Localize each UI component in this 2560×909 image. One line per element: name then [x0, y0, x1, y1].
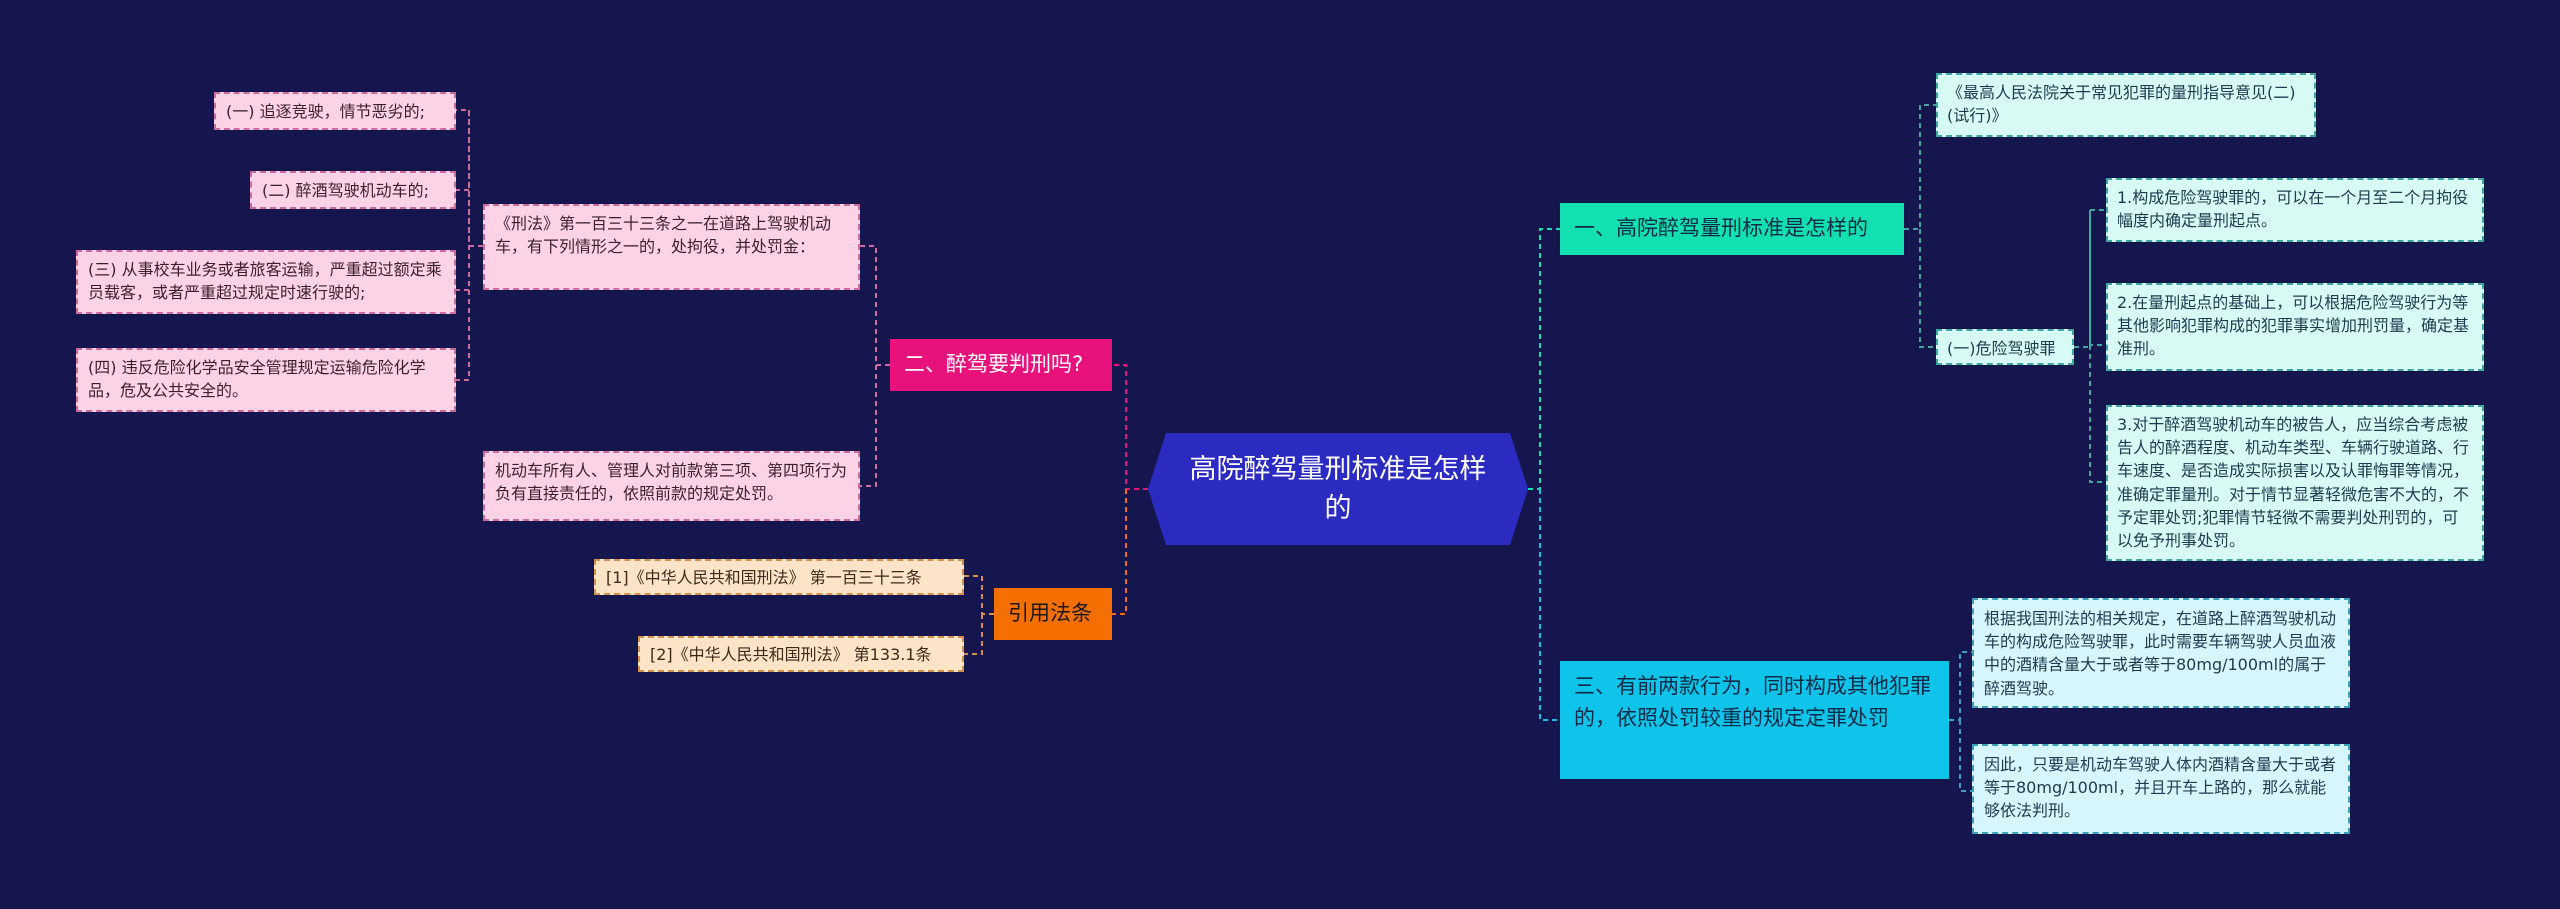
case-drunk-driving-text: (二) 醉酒驾驶机动车的;	[262, 181, 429, 200]
link-center-branch4	[1539, 489, 1560, 721]
sentencing-point-1[interactable]: 1.构成危险驾驶罪的，可以在一个月至二个月拘役幅度内确定量刑起点。	[2106, 178, 2484, 242]
dangerous-driving-label: (一)危险驾驶罪	[1947, 339, 2056, 358]
branch-concurrent-crime[interactable]: 三、有前两款行为，同时构成其他犯罪的，依照处罚较重的规定定罪处罚	[1560, 661, 1949, 779]
link-branch1-guideline	[1904, 104, 1936, 230]
sentencing-point-2[interactable]: 2.在量刑起点的基础上，可以根据危险驾驶行为等其他影响犯罪构成的犯罪事实增加刑罚…	[2106, 283, 2484, 371]
conclusion-note-text: 因此，只要是机动车驾驶人体内酒精含量大于或者等于80mg/100ml，并且开车上…	[1984, 755, 2337, 821]
criminal-law-article-text: 《刑法》第一百三十三条之一在道路上驾驶机动车，有下列情形之一的，处拘役，并处罚金…	[495, 214, 832, 257]
case-hazardous-chemicals[interactable]: (四) 违反危险化学品安全管理规定运输危险化学品，危及公共安全的。	[76, 348, 456, 412]
owner-liability-note-text: 机动车所有人、管理人对前款第三项、第四项行为负有直接责任的，依照前款的规定处罚。	[495, 461, 848, 504]
branch-standard[interactable]: 一、高院醉驾量刑标准是怎样的	[1560, 203, 1904, 255]
dangerous-driving-node[interactable]: (一)危险驾驶罪	[1936, 329, 2074, 365]
central-topic-label: 高院醉驾量刑标准是怎样的	[1189, 453, 1487, 524]
cited-article-2-text: [2]《中华人民共和国刑法》 第133.1条	[650, 645, 932, 664]
case-hazardous-chemicals-text: (四) 违反危险化学品安全管理规定运输危险化学品，危及公共安全的。	[88, 358, 426, 401]
cited-article-1-text: [1]《中华人民共和国刑法》 第一百三十三条	[606, 568, 922, 587]
criminal-law-article[interactable]: 《刑法》第一百三十三条之一在道路上驾驶机动车，有下列情形之一的，处拘役，并处罚金…	[483, 204, 860, 290]
branch-cited-articles[interactable]: 引用法条	[994, 588, 1112, 640]
link-branch2-article	[860, 245, 890, 487]
central-topic[interactable]: 高院醉驾量刑标准是怎样的	[1148, 433, 1528, 545]
sentencing-point-2-text: 2.在量刑起点的基础上，可以根据危险驾驶行为等其他影响犯罪构成的犯罪事实增加刑罚…	[2117, 293, 2470, 359]
branch-concurrent-crime-label: 三、有前两款行为，同时构成其他犯罪的，依照处罚较重的规定定罪处罚	[1574, 674, 1931, 730]
link-center-branch1	[1528, 228, 1560, 490]
sentencing-point-3-text: 3.对于醉酒驾驶机动车的被告人，应当综合考虑被告人的醉酒程度、机动车类型、车辆行…	[2117, 415, 2470, 550]
link-center-branch2	[1112, 364, 1148, 490]
link-center-branch3	[1112, 489, 1127, 615]
guideline-note-text: 《最高人民法院关于常见犯罪的量刑指导意见(二)(试行)》	[1947, 83, 2296, 126]
owner-liability-note[interactable]: 机动车所有人、管理人对前款第三项、第四项行为负有直接责任的，依照前款的规定处罚。	[483, 451, 860, 521]
conclusion-note[interactable]: 因此，只要是机动车驾驶人体内酒精含量大于或者等于80mg/100ml，并且开车上…	[1972, 744, 2350, 834]
branch-standard-label: 一、高院醉驾量刑标准是怎样的	[1574, 216, 1868, 240]
link-branch1-sub	[1919, 229, 1936, 348]
blood-alcohol-note-text: 根据我国刑法的相关规定，在道路上醉酒驾驶机动车的构成危险驾驶罪，此时需要车辆驾驶…	[1984, 609, 2337, 698]
case-racing[interactable]: (一) 追逐竞驶，情节恶劣的;	[214, 92, 456, 130]
sentencing-point-3[interactable]: 3.对于醉酒驾驶机动车的被告人，应当综合考虑被告人的醉酒程度、机动车类型、车辆行…	[2106, 405, 2484, 561]
cited-article-1[interactable]: [1]《中华人民共和国刑法》 第一百三十三条	[594, 559, 964, 595]
case-overloading[interactable]: (三) 从事校车业务或者旅客运输，严重超过额定乘员载客，或者严重超过规定时速行驶…	[76, 250, 456, 314]
case-drunk-driving[interactable]: (二) 醉酒驾驶机动车的;	[250, 171, 456, 209]
branch-cited-articles-label: 引用法条	[1008, 601, 1092, 625]
link-sub-items	[2074, 209, 2106, 483]
blood-alcohol-note[interactable]: 根据我国刑法的相关规定，在道路上醉酒驾驶机动车的构成危险驾驶罪，此时需要车辆驾驶…	[1972, 598, 2350, 708]
link-branch4-notes	[1949, 651, 1972, 792]
link-branch3-refs	[964, 575, 994, 655]
link-article-cases	[456, 109, 483, 381]
case-overloading-text: (三) 从事校车业务或者旅客运输，严重超过额定乘员载客，或者严重超过规定时速行驶…	[88, 260, 442, 303]
branch-sentenced-label: 二、醉驾要判刑吗?	[904, 352, 1084, 376]
sentencing-point-1-text: 1.构成危险驾驶罪的，可以在一个月至二个月拘役幅度内确定量刑起点。	[2117, 188, 2469, 231]
cited-article-2[interactable]: [2]《中华人民共和国刑法》 第133.1条	[638, 636, 964, 672]
branch-sentenced[interactable]: 二、醉驾要判刑吗?	[890, 339, 1112, 391]
guideline-note[interactable]: 《最高人民法院关于常见犯罪的量刑指导意见(二)(试行)》	[1936, 73, 2316, 137]
case-racing-text: (一) 追逐竞驶，情节恶劣的;	[226, 102, 425, 121]
